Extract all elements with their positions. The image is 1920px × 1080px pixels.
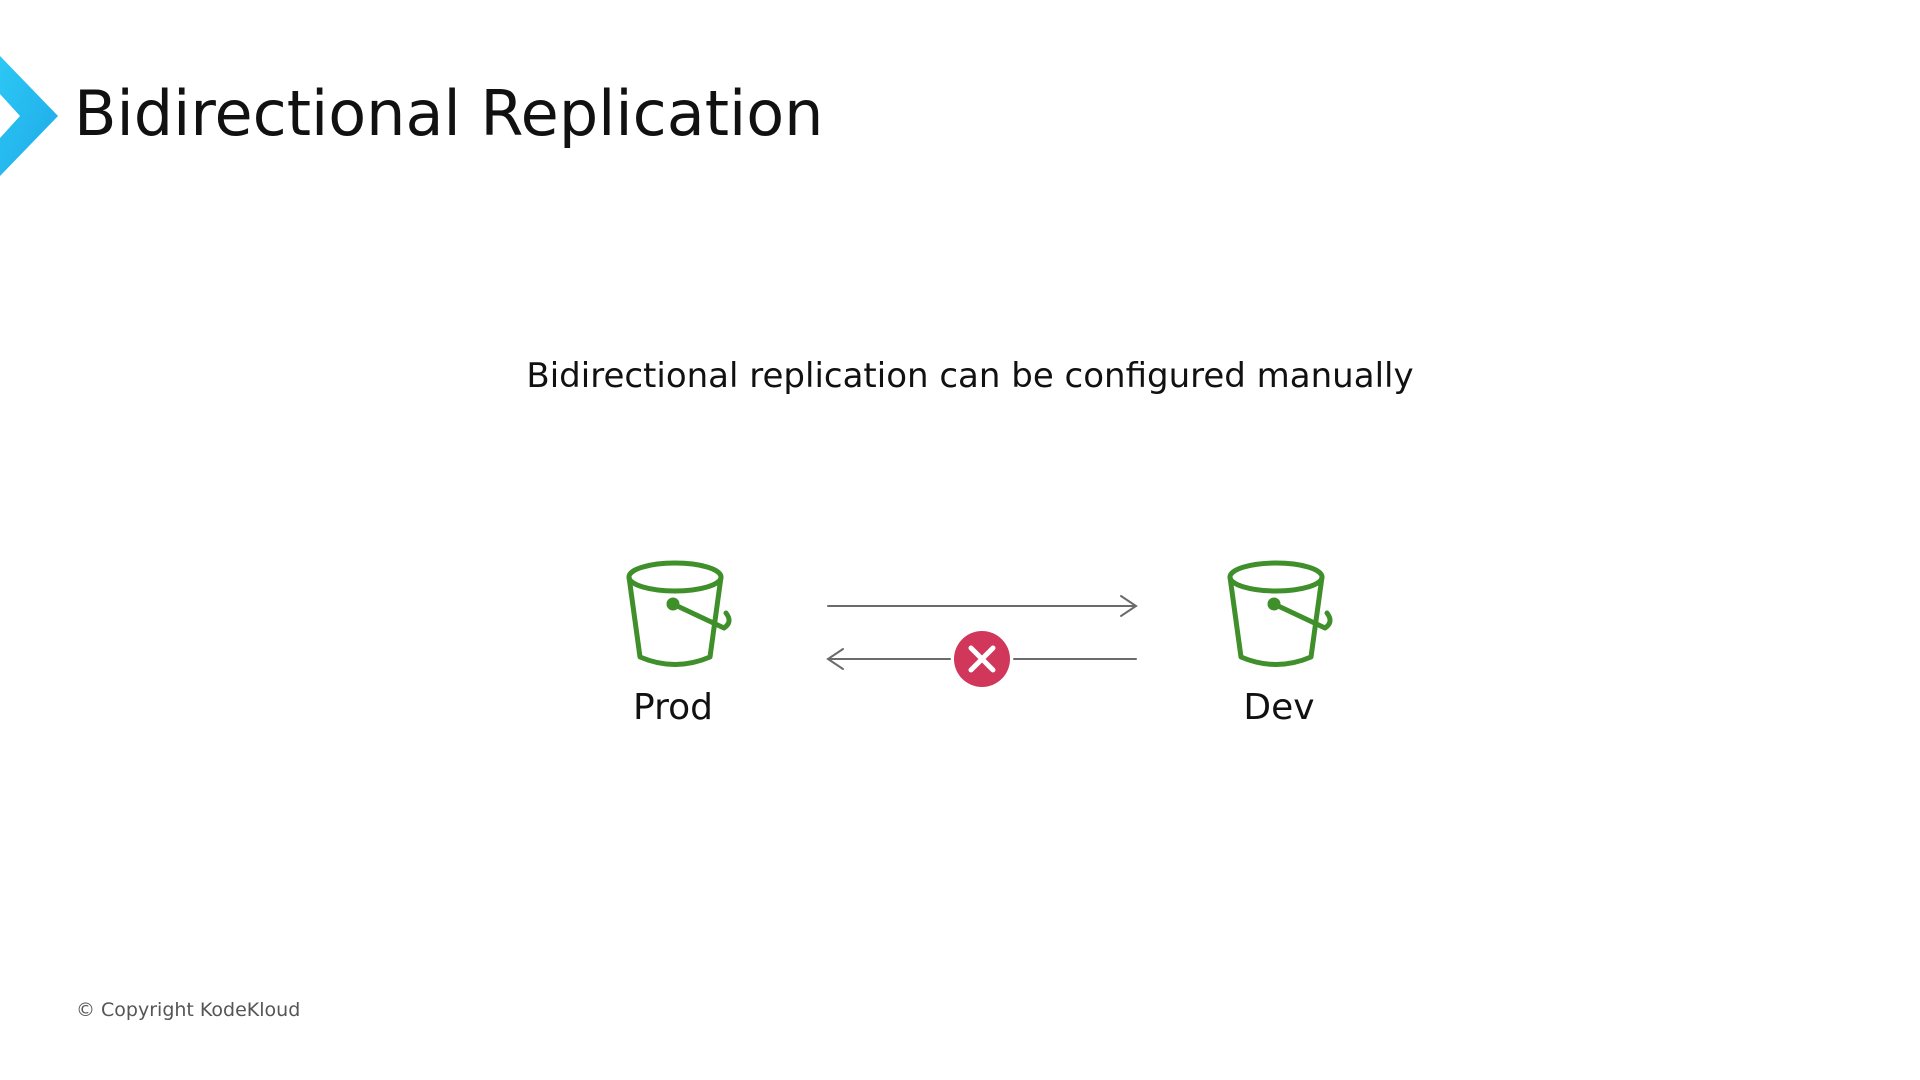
arrow-prod-to-dev	[827, 595, 1138, 617]
diagram-subtitle: Bidirectional replication can be configu…	[526, 356, 1414, 396]
x-circle-icon	[954, 631, 1010, 687]
page-title: Bidirectional Replication	[74, 77, 824, 150]
prod-label: Prod	[633, 687, 713, 728]
copyright-notice: © Copyright KodeKloud	[76, 999, 301, 1021]
dev-bucket-icon	[1227, 560, 1333, 667]
prod-bucket-icon	[626, 560, 732, 667]
arrow-dev-to-prod	[826, 648, 1137, 670]
dev-label: Dev	[1243, 687, 1315, 728]
chevron-accent-icon	[0, 56, 58, 176]
